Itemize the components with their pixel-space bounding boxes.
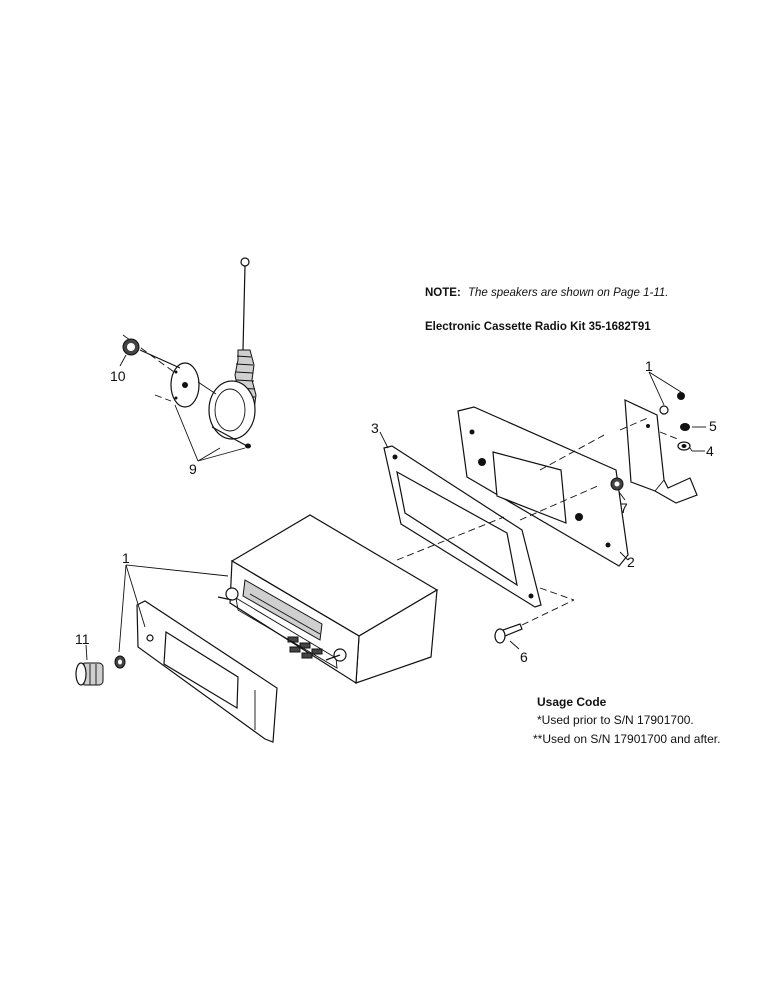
assembly-lines <box>396 416 681 626</box>
kit-title: Electronic Cassette Radio Kit 35-1682T91 <box>425 321 651 333</box>
antenna-base <box>170 362 256 440</box>
radio-faceplate <box>136 600 278 743</box>
callout-7: 7 <box>620 500 628 516</box>
usage-code-title: Usage Code <box>537 695 607 709</box>
usage-code-line-2: **Used on S/N 17901700 and after. <box>533 732 721 746</box>
callout-4: 4 <box>706 443 714 459</box>
knob <box>75 655 126 686</box>
gasket <box>383 445 542 608</box>
callout-3: 3 <box>371 420 379 436</box>
mounting-bracket <box>624 392 698 504</box>
callout-9: 9 <box>189 461 197 477</box>
trim-bezel <box>457 406 629 567</box>
antenna-nut <box>122 334 181 373</box>
callout-5: 5 <box>709 418 717 434</box>
bracket-hardware <box>677 423 691 451</box>
leader-lines <box>85 354 706 661</box>
callout-6: 6 <box>520 649 528 665</box>
screw-6 <box>494 623 523 644</box>
antenna-screws <box>154 394 251 449</box>
radio-unit <box>217 514 439 685</box>
callout-1-left: 1 <box>122 550 130 566</box>
callout-1-top: 1 <box>645 358 653 374</box>
note: NOTE: The speakers are shown on Page 1-1… <box>425 287 669 299</box>
callout-10: 10 <box>110 368 126 384</box>
callout-2: 2 <box>627 554 635 570</box>
note-label: NOTE: <box>425 287 461 299</box>
usage-code-line-1: *Used prior to S/N 17901700. <box>537 713 694 727</box>
nut-7 <box>610 477 624 491</box>
callout-11: 11 <box>75 631 90 647</box>
note-text: The speakers are shown on Page 1-11. <box>467 287 669 299</box>
